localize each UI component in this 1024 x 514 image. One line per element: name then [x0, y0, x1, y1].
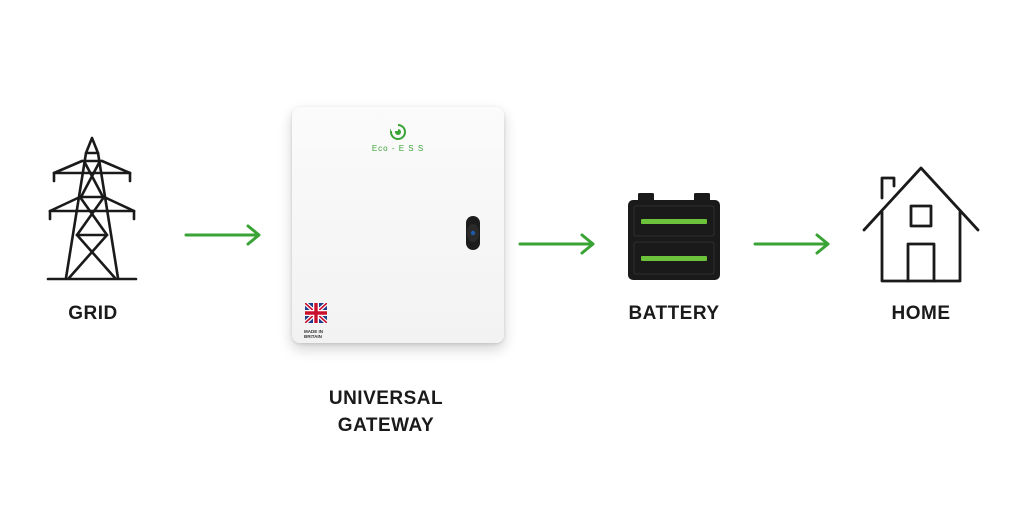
- gateway-label-line2: GATEWAY: [337, 415, 435, 436]
- power-pylon-icon: [46, 136, 138, 281]
- eco-ess-logo-icon: [390, 123, 406, 140]
- home-label: HOME: [891, 303, 951, 324]
- gateway-brand-text: Eco - E S S: [371, 144, 425, 153]
- gateway-device-image: Eco - E S S MADE IN BRITAIN: [292, 107, 504, 343]
- gateway-label-line1: UNIVERSAL: [328, 388, 444, 409]
- flow-arrow-grid-to-gateway: [184, 224, 261, 246]
- made-in-britain-badge: MADE IN BRITAIN: [304, 329, 323, 339]
- battery-label: BATTERY: [628, 303, 720, 324]
- flow-arrow-gateway-to-battery: [518, 233, 595, 255]
- latch-knob-icon: [466, 216, 480, 250]
- house-icon: [862, 166, 980, 283]
- flow-arrow-battery-to-home: [753, 233, 830, 255]
- grid-label: GRID: [68, 303, 118, 324]
- union-flag-icon: [305, 303, 327, 323]
- battery-icon: [628, 193, 720, 280]
